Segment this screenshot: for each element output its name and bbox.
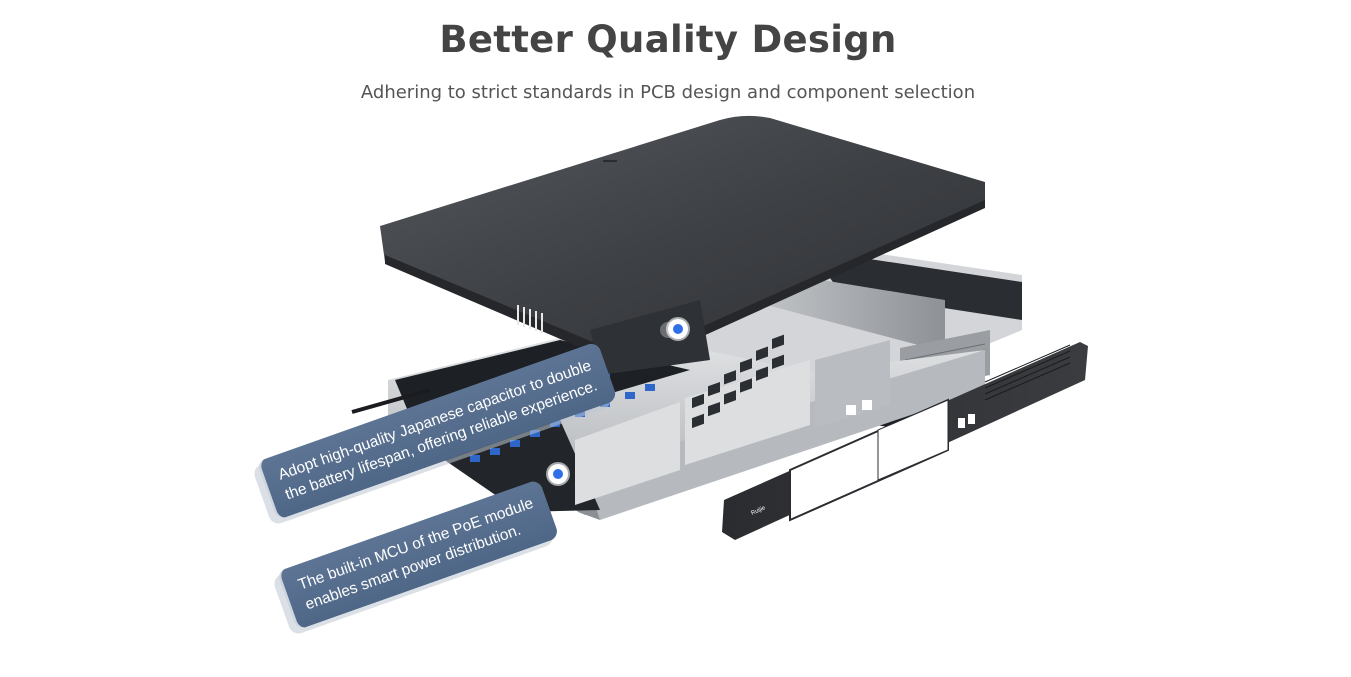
page-title: Better Quality Design [439,18,897,61]
hotspot-mcu-button[interactable] [548,464,568,484]
hotspot-capacitor-button[interactable] [668,319,688,339]
cable-connector [351,388,431,414]
page-subtitle: Adhering to strict standards in PCB desi… [360,82,976,103]
front-bezel: Ruijie [722,342,1088,540]
bezel-brand-logo: Ruijie [750,505,767,517]
